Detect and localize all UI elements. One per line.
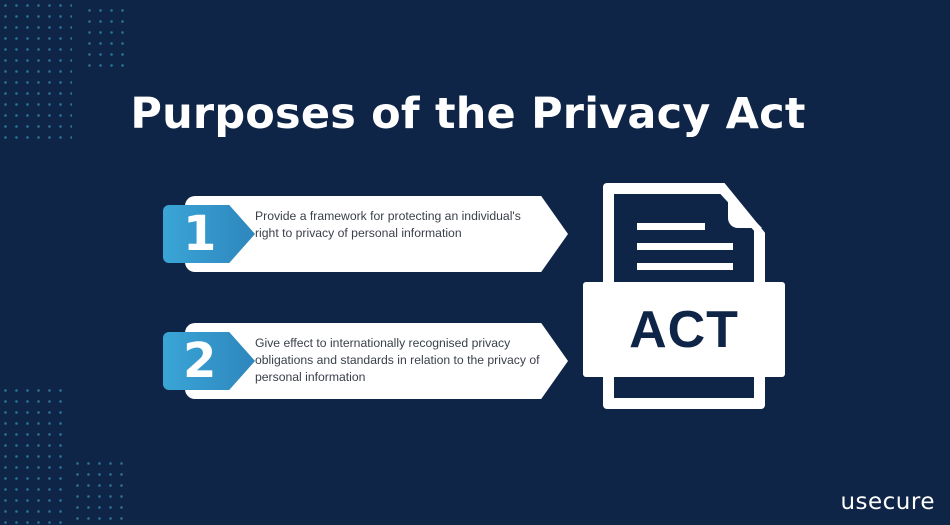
brand-logo: usecure xyxy=(840,489,935,515)
page-title: Purposes of the Privacy Act xyxy=(130,88,806,139)
dot-pattern-bottom-left xyxy=(0,385,68,525)
dot-pattern-top-left xyxy=(0,0,72,140)
document-line-icon xyxy=(637,223,705,230)
act-label-band: ACT xyxy=(583,282,785,377)
dot-pattern-bottom-left-small xyxy=(72,458,128,525)
document-line-icon xyxy=(637,263,733,270)
purpose-item-2: 2 Give effect to internationally recogni… xyxy=(163,323,568,401)
purpose-text: Give effect to internationally recognise… xyxy=(255,336,540,384)
purpose-text: Provide a framework for protecting an in… xyxy=(255,209,521,240)
act-label: ACT xyxy=(629,300,739,359)
document-line-icon xyxy=(637,243,733,250)
dot-pattern-top-left-small xyxy=(84,5,128,73)
purpose-item-1: 1 Provide a framework for protecting an … xyxy=(163,196,568,274)
document-icon: ACT xyxy=(583,183,785,409)
